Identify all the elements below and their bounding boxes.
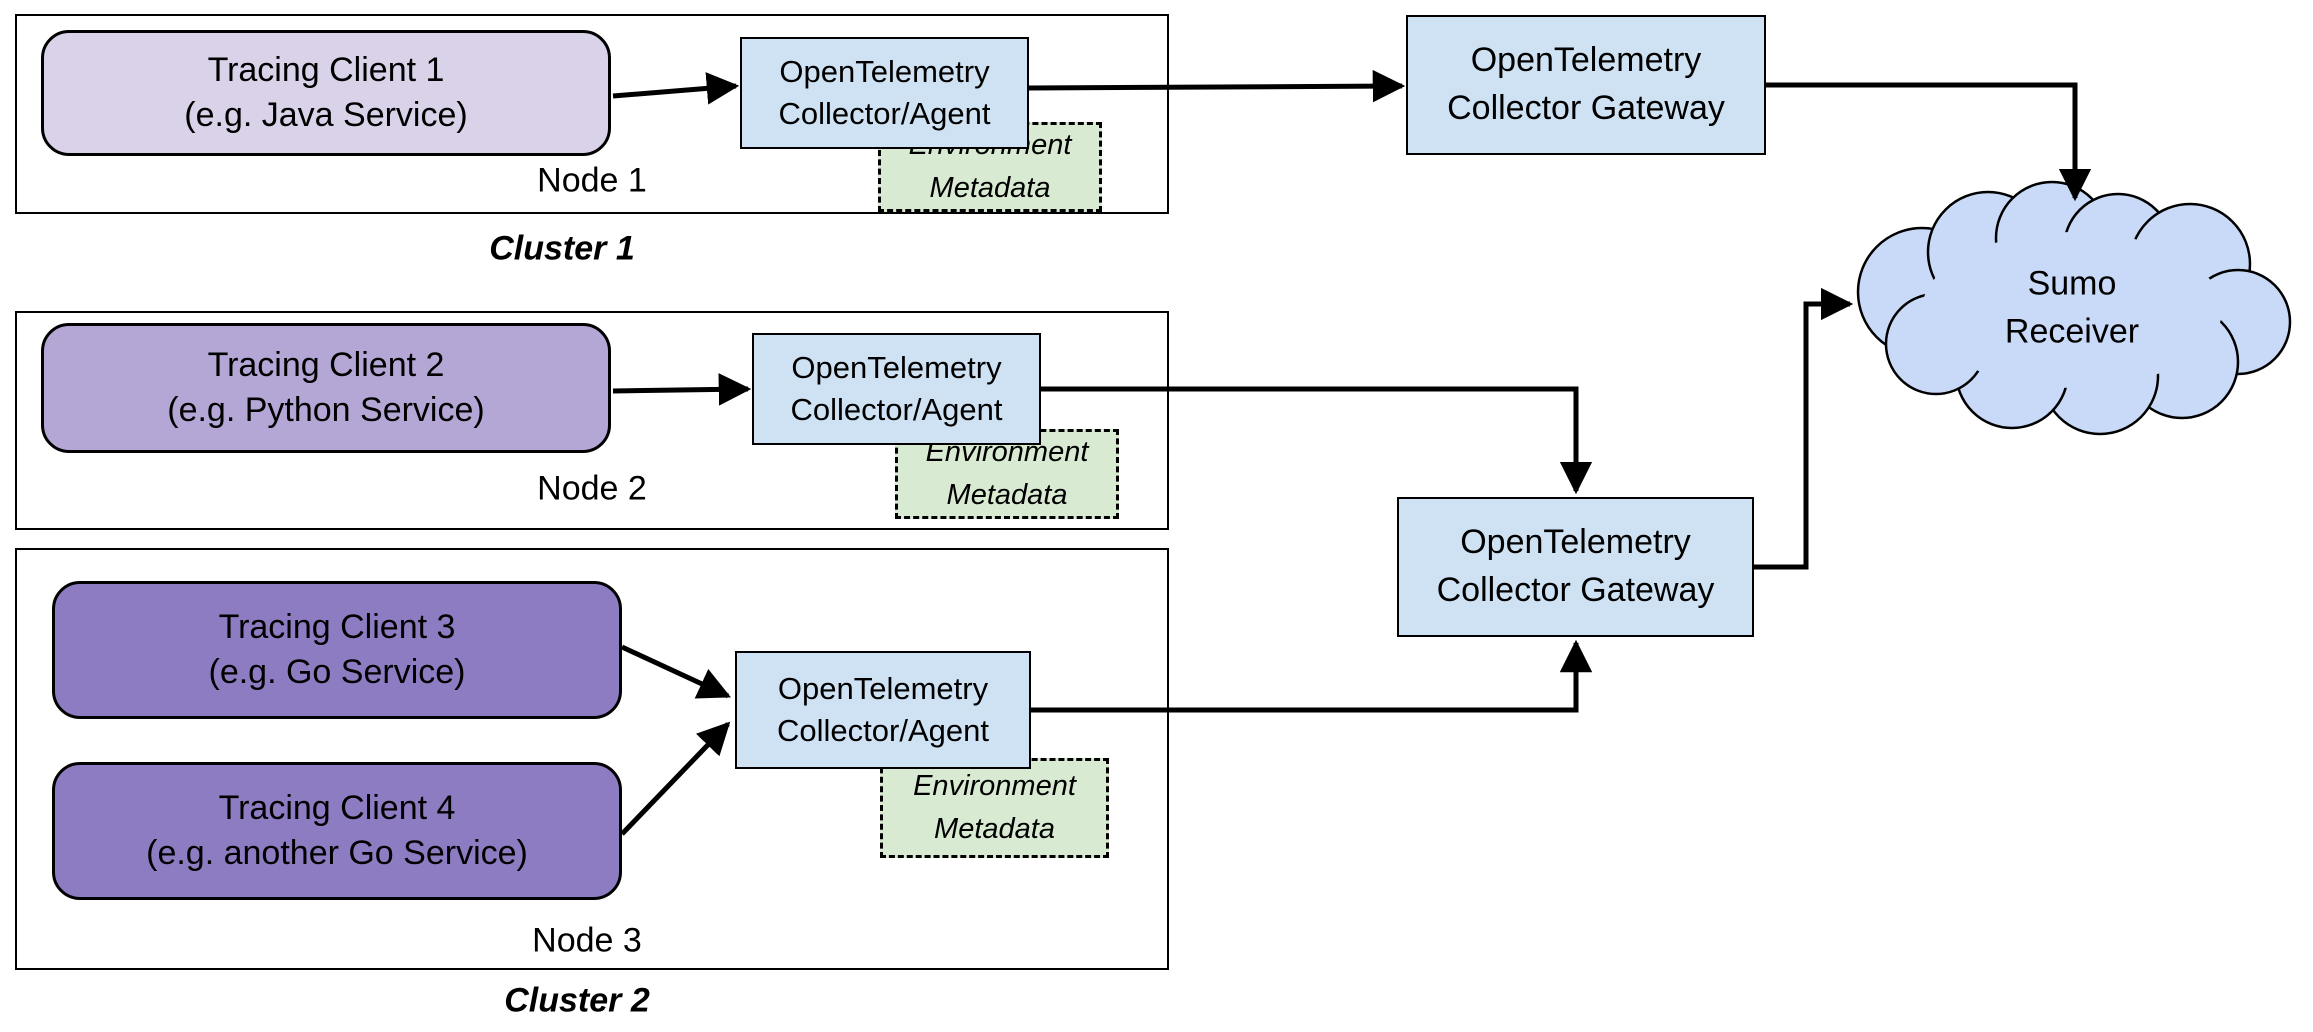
environment-metadata-3-label: Environment Metadata	[913, 769, 1076, 846]
arrow-client4-to-collector3	[620, 721, 731, 836]
otel-collector-gateway-1-label: OpenTelemetry Collector Gateway	[1447, 41, 1725, 127]
otel-collector-agent-1: OpenTelemetry Collector/Agent	[740, 37, 1029, 149]
arrow-client1-to-collector1	[612, 72, 740, 105]
arrow-gateway1-to-cloud	[1766, 82, 2092, 202]
environment-metadata-3: Environment Metadata	[880, 758, 1109, 858]
otel-collector-gateway-1: OpenTelemetry Collector Gateway	[1406, 15, 1766, 155]
tracing-client-2: Tracing Client 2 (e.g. Python Service)	[41, 323, 611, 453]
arrow-collector3-to-gateway2	[1031, 639, 1593, 713]
tracing-client-2-label: Tracing Client 2 (e.g. Python Service)	[167, 346, 485, 429]
tracing-client-3: Tracing Client 3 (e.g. Go Service)	[52, 581, 622, 719]
arrow-client2-to-collector2	[612, 373, 752, 406]
otel-collector-agent-2-label: OpenTelemetry Collector/Agent	[790, 350, 1003, 427]
arrow-collector2-to-gateway2	[1041, 386, 1593, 495]
otel-collector-agent-1-label: OpenTelemetry Collector/Agent	[778, 54, 991, 131]
otel-collector-agent-2: OpenTelemetry Collector/Agent	[752, 333, 1041, 445]
otel-collector-agent-3: OpenTelemetry Collector/Agent	[735, 651, 1031, 769]
arrow-collector1-to-gateway1	[1028, 69, 1406, 103]
arrow-gateway2-to-cloud	[1754, 287, 1854, 570]
arrow-client3-to-collector3	[620, 644, 731, 699]
tracing-client-4-label: Tracing Client 4 (e.g. another Go Servic…	[146, 789, 528, 872]
node-3-label: Node 3	[532, 921, 642, 960]
tracing-client-1-label: Tracing Client 1 (e.g. Java Service)	[184, 51, 468, 134]
otel-collector-agent-3-label: OpenTelemetry Collector/Agent	[777, 671, 989, 748]
tracing-client-1: Tracing Client 1 (e.g. Java Service)	[41, 30, 611, 156]
otel-collector-gateway-2: OpenTelemetry Collector Gateway	[1397, 497, 1754, 637]
cluster-2-label: Cluster 2	[504, 981, 650, 1020]
node-1-label: Node 1	[537, 161, 647, 200]
tracing-client-4: Tracing Client 4 (e.g. another Go Servic…	[52, 762, 622, 900]
node-2-label: Node 2	[537, 469, 647, 508]
tracing-client-3-label: Tracing Client 3 (e.g. Go Service)	[208, 608, 466, 691]
sumo-receiver-cloud	[1856, 180, 2292, 436]
sumo-receiver-label: Sumo Receiver	[2004, 264, 2140, 350]
otel-collector-gateway-2-label: OpenTelemetry Collector Gateway	[1436, 523, 1715, 609]
cluster-1-label: Cluster 1	[489, 229, 635, 268]
